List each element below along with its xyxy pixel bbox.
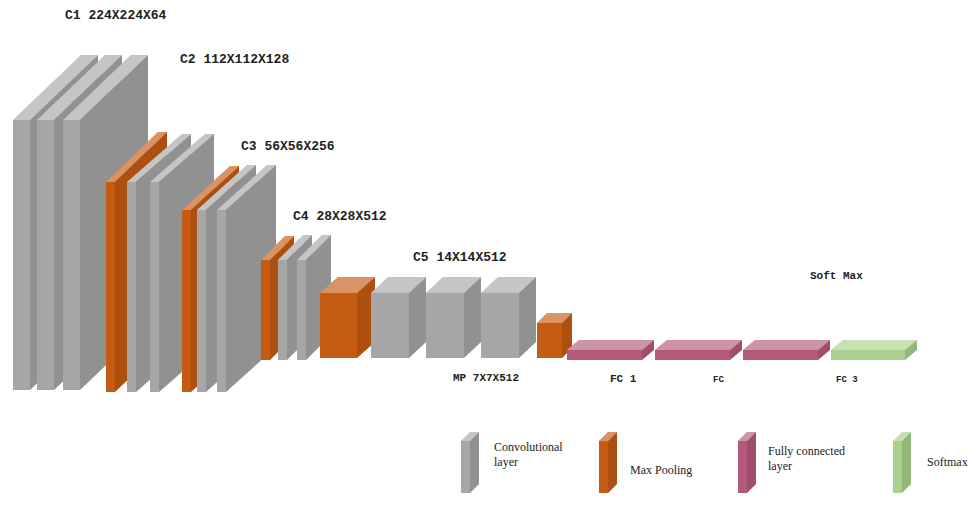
- block-face: [818, 340, 830, 360]
- layer-label: C1 224X224X64: [65, 8, 166, 23]
- legend-text: Convolutional layer: [494, 440, 574, 470]
- block-face: [831, 340, 917, 350]
- layer-label: MP 7X7X512: [453, 372, 519, 384]
- swatch-block: [892, 430, 912, 494]
- block-face: [371, 293, 409, 358]
- block-face: [642, 340, 654, 360]
- block-face: [831, 350, 905, 360]
- block-face: [818, 340, 830, 360]
- block-face: [743, 340, 830, 350]
- block-face: [537, 323, 562, 358]
- block-face: [278, 260, 287, 360]
- block-face: [159, 134, 214, 392]
- swatch-block: [460, 430, 480, 494]
- swatch-block: [598, 430, 618, 494]
- block-face: [261, 260, 270, 360]
- legend-swatch: [598, 430, 618, 494]
- legend-swatch: [737, 430, 757, 494]
- block-face: [905, 340, 917, 360]
- legend-text: Max Pooling: [630, 463, 710, 478]
- layer-label: C2 112X112X128: [180, 52, 289, 67]
- block-face: [481, 293, 519, 358]
- block-face: [730, 340, 742, 360]
- block-face: [608, 432, 617, 493]
- block-face: [608, 432, 617, 493]
- block-face: [13, 120, 30, 390]
- block-face: [743, 340, 830, 350]
- block-face: [567, 350, 642, 360]
- layer-label: FC 1: [610, 373, 636, 385]
- block-face: [738, 441, 747, 493]
- layer-label: C4 28X28X512: [293, 209, 387, 224]
- block-face: [831, 340, 917, 350]
- block-face: [730, 340, 742, 360]
- block-face: [127, 182, 136, 392]
- block-face: [226, 165, 276, 392]
- layer-label: FC: [713, 375, 724, 385]
- layer-label: Soft Max: [810, 270, 863, 282]
- block-face: [747, 432, 756, 493]
- block-face: [519, 277, 536, 358]
- legend-swatch: [460, 430, 480, 494]
- block-face: [63, 120, 80, 390]
- block-face: [150, 182, 159, 392]
- block-face: [182, 210, 191, 392]
- block-face: [464, 277, 481, 358]
- block-face: [159, 134, 214, 392]
- block-face: [642, 340, 654, 360]
- legend-swatch: [892, 430, 912, 494]
- block-face: [226, 165, 276, 392]
- block-face: [320, 293, 357, 358]
- block-face: [217, 210, 226, 392]
- block-face: [461, 441, 470, 493]
- layer-label: C3 56X56X256: [241, 139, 335, 154]
- block-face: [470, 432, 479, 493]
- block-face: [599, 441, 608, 493]
- block-face: [567, 340, 654, 350]
- legend-text: Fully connected layer: [768, 444, 860, 474]
- block-face: [409, 277, 426, 358]
- block-face: [409, 277, 426, 358]
- block-face: [470, 432, 479, 493]
- block-face: [655, 340, 742, 350]
- block-face: [519, 277, 536, 358]
- legend-text: Softmax: [927, 455, 975, 470]
- block-face: [297, 260, 306, 360]
- block-face: [426, 293, 464, 358]
- block-face: [902, 432, 911, 493]
- layer-label: FC 3: [836, 375, 858, 385]
- block-face: [743, 350, 818, 360]
- swatch-block: [737, 430, 757, 494]
- block-face: [567, 340, 654, 350]
- block-face: [747, 432, 756, 493]
- block-face: [464, 277, 481, 358]
- block-face: [197, 210, 206, 392]
- block-face: [655, 340, 742, 350]
- block-face: [905, 340, 917, 360]
- block-face: [37, 120, 54, 390]
- block-face: [893, 441, 902, 493]
- layer-label: C5 14X14X512: [413, 250, 507, 265]
- block-face: [902, 432, 911, 493]
- block-face: [106, 182, 115, 392]
- block-face: [655, 350, 730, 360]
